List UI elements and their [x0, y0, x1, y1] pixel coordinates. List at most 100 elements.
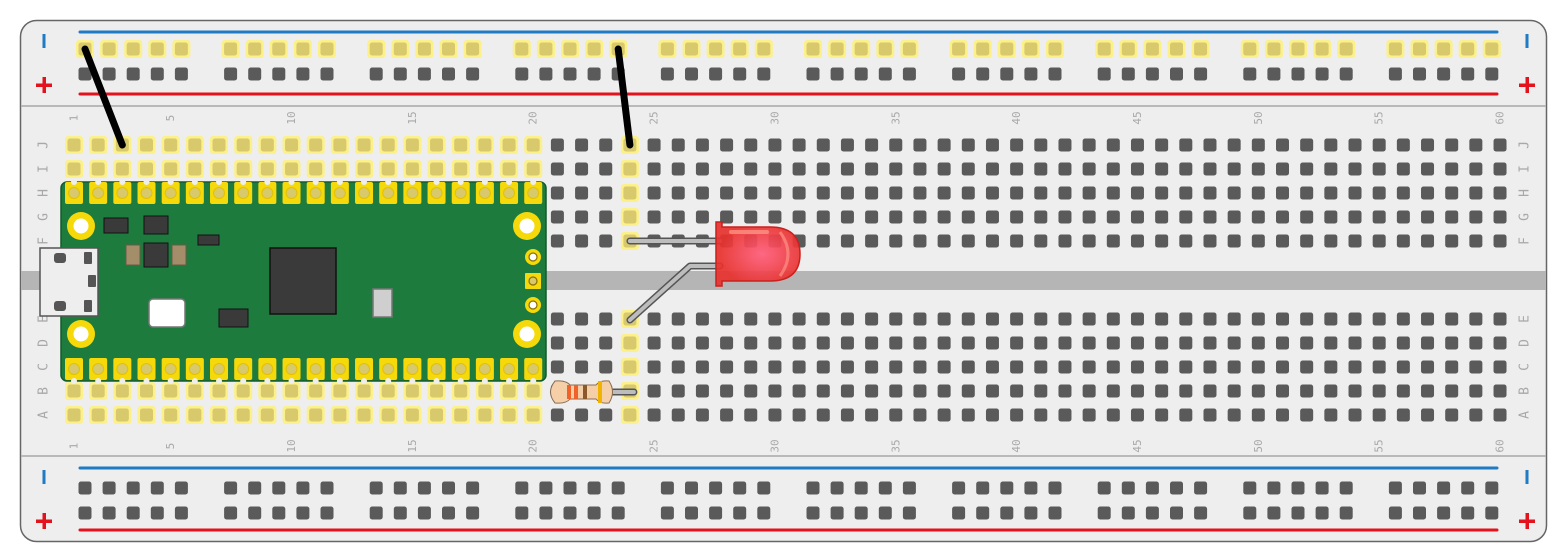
- hole-F56[interactable]: [1396, 234, 1410, 248]
- rail-hole-top-negative[interactable]: [126, 42, 140, 56]
- hole-C57[interactable]: [1421, 360, 1435, 374]
- usb-connector[interactable]: [39, 247, 99, 317]
- hole-H21[interactable]: [550, 186, 564, 200]
- hole-C27[interactable]: [695, 360, 709, 374]
- hole-D43[interactable]: [1082, 336, 1096, 350]
- rail-hole-bottom-positive[interactable]: [1267, 506, 1281, 520]
- hole-B6[interactable]: [188, 384, 202, 398]
- ground-wire-2[interactable]: [614, 45, 634, 149]
- rail-hole-bottom-positive[interactable]: [952, 506, 966, 520]
- rail-hole-bottom-negative[interactable]: [515, 481, 529, 495]
- rail-hole-bottom-negative[interactable]: [854, 481, 868, 495]
- rail-hole-top-positive[interactable]: [539, 67, 553, 81]
- hole-A14[interactable]: [381, 408, 395, 422]
- rail-hole-top-positive[interactable]: [854, 67, 868, 81]
- hole-F21[interactable]: [550, 234, 564, 248]
- rail-hole-top-positive[interactable]: [660, 67, 674, 81]
- rail-hole-bottom-positive[interactable]: [393, 506, 407, 520]
- rail-hole-top-negative[interactable]: [587, 42, 601, 56]
- rail-hole-top-positive[interactable]: [878, 67, 892, 81]
- hole-E49[interactable]: [1227, 312, 1241, 326]
- hole-A41[interactable]: [1034, 408, 1048, 422]
- hole-B15[interactable]: [405, 384, 419, 398]
- rail-hole-top-positive[interactable]: [806, 67, 820, 81]
- hole-J17[interactable]: [454, 138, 468, 152]
- hole-J41[interactable]: [1034, 138, 1048, 152]
- hole-D38[interactable]: [961, 336, 975, 350]
- rail-hole-top-positive[interactable]: [1145, 67, 1159, 81]
- rail-hole-bottom-positive[interactable]: [709, 506, 723, 520]
- hole-I8[interactable]: [236, 162, 250, 176]
- hole-H41[interactable]: [1034, 186, 1048, 200]
- hole-E47[interactable]: [1179, 312, 1193, 326]
- hole-G45[interactable]: [1130, 210, 1144, 224]
- hole-B52[interactable]: [1300, 384, 1314, 398]
- hole-F60[interactable]: [1493, 234, 1507, 248]
- rail-hole-top-positive[interactable]: [1461, 67, 1475, 81]
- hole-B3[interactable]: [115, 384, 129, 398]
- hole-B55[interactable]: [1372, 384, 1386, 398]
- hole-H32[interactable]: [816, 186, 830, 200]
- hole-F54[interactable]: [1348, 234, 1362, 248]
- hole-E57[interactable]: [1421, 312, 1435, 326]
- rail-hole-top-negative[interactable]: [1024, 42, 1038, 56]
- hole-J33[interactable]: [840, 138, 854, 152]
- hole-B26[interactable]: [671, 384, 685, 398]
- rail-hole-bottom-negative[interactable]: [1048, 481, 1062, 495]
- hole-J10[interactable]: [285, 138, 299, 152]
- rail-hole-bottom-negative[interactable]: [1243, 481, 1257, 495]
- hole-B13[interactable]: [357, 384, 371, 398]
- hole-D30[interactable]: [768, 336, 782, 350]
- hole-E40[interactable]: [1010, 312, 1024, 326]
- rail-hole-bottom-positive[interactable]: [757, 506, 771, 520]
- hole-B48[interactable]: [1203, 384, 1217, 398]
- hole-J42[interactable]: [1058, 138, 1072, 152]
- rail-hole-bottom-positive[interactable]: [1437, 506, 1451, 520]
- rail-hole-top-negative[interactable]: [1388, 42, 1402, 56]
- rail-hole-bottom-positive[interactable]: [1194, 506, 1208, 520]
- hole-J48[interactable]: [1203, 138, 1217, 152]
- hole-J22[interactable]: [575, 138, 589, 152]
- hole-B60[interactable]: [1493, 384, 1507, 398]
- hole-C36[interactable]: [913, 360, 927, 374]
- hole-B33[interactable]: [840, 384, 854, 398]
- hole-D23[interactable]: [599, 336, 613, 350]
- rail-hole-top-negative[interactable]: [1339, 42, 1353, 56]
- hole-C37[interactable]: [937, 360, 951, 374]
- hole-I23[interactable]: [599, 162, 613, 176]
- hole-B14[interactable]: [381, 384, 395, 398]
- hole-C31[interactable]: [792, 360, 806, 374]
- hole-A37[interactable]: [937, 408, 951, 422]
- hole-A54[interactable]: [1348, 408, 1362, 422]
- hole-J18[interactable]: [478, 138, 492, 152]
- hole-H59[interactable]: [1469, 186, 1483, 200]
- rail-hole-top-negative[interactable]: [733, 42, 747, 56]
- hole-F23[interactable]: [599, 234, 613, 248]
- hole-G44[interactable]: [1106, 210, 1120, 224]
- rail-hole-top-negative[interactable]: [272, 42, 286, 56]
- rail-hole-top-positive[interactable]: [709, 67, 723, 81]
- rail-hole-bottom-positive[interactable]: [806, 506, 820, 520]
- hole-C52[interactable]: [1300, 360, 1314, 374]
- hole-C25[interactable]: [647, 360, 661, 374]
- hole-I14[interactable]: [381, 162, 395, 176]
- hole-D50[interactable]: [1251, 336, 1265, 350]
- hole-E33[interactable]: [840, 312, 854, 326]
- hole-G32[interactable]: [816, 210, 830, 224]
- hole-G35[interactable]: [889, 210, 903, 224]
- hole-I27[interactable]: [695, 162, 709, 176]
- hole-A57[interactable]: [1421, 408, 1435, 422]
- rail-hole-bottom-negative[interactable]: [1121, 481, 1135, 495]
- hole-A15[interactable]: [405, 408, 419, 422]
- pico-board[interactable]: [39, 179, 547, 384]
- rail-hole-top-negative[interactable]: [539, 42, 553, 56]
- hole-B53[interactable]: [1324, 384, 1338, 398]
- hole-E32[interactable]: [816, 312, 830, 326]
- hole-I58[interactable]: [1445, 162, 1459, 176]
- rail-hole-bottom-negative[interactable]: [1315, 481, 1329, 495]
- hole-H60[interactable]: [1493, 186, 1507, 200]
- rail-hole-bottom-negative[interactable]: [369, 481, 383, 495]
- hole-J40[interactable]: [1010, 138, 1024, 152]
- led[interactable]: [626, 221, 801, 324]
- hole-J9[interactable]: [260, 138, 274, 152]
